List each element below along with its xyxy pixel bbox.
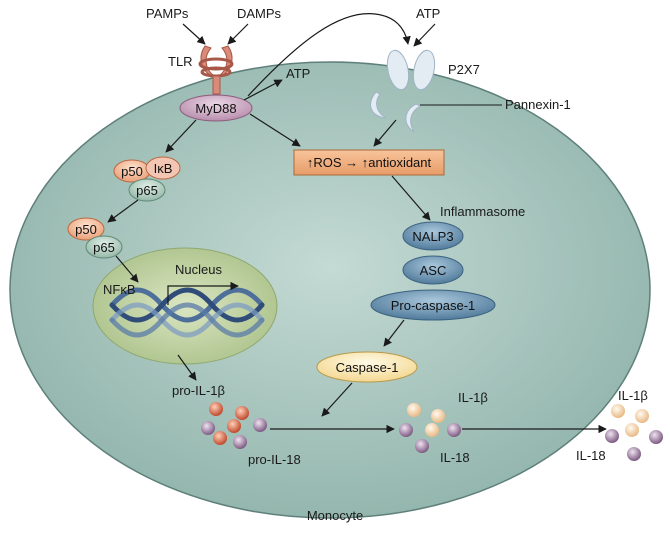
il18-outside-label: IL-18: [576, 448, 606, 463]
nalp3-text: NALP3: [412, 229, 453, 244]
pro-il18-dot: [253, 418, 267, 432]
p65-free-node[interactable]: [85, 235, 123, 259]
myd88-label: MyD88: [195, 101, 236, 116]
il18-dot: [399, 423, 413, 437]
caspase-text: Caspase-1: [336, 360, 399, 375]
il18-dot: [649, 430, 663, 444]
transcription-arrow: [167, 281, 239, 305]
il1b-dot: [635, 409, 649, 423]
il18-dot: [415, 439, 429, 453]
pro-il1b-dot: [213, 431, 227, 445]
atp-top-arrow: [413, 23, 436, 47]
il18-dot: [447, 423, 461, 437]
pro-il1b-dot: [227, 419, 241, 433]
atp-mid-label: ATP: [286, 66, 310, 81]
nucleus-to-proil-arrow: [177, 354, 197, 381]
pro-il18-dot: [201, 421, 215, 435]
il1b-dot: [407, 403, 421, 417]
pro-il1b-label: pro-IL-1β: [172, 383, 225, 398]
pro-il18-label: pro-IL-18: [248, 452, 301, 467]
nalp3-node[interactable]: [402, 221, 464, 251]
ikb-node[interactable]: [145, 156, 181, 180]
myd88-node[interactable]: [179, 94, 253, 122]
pro-cytokine-cluster: [201, 402, 267, 449]
asc-text: ASC: [420, 263, 447, 278]
damps-arrow: [227, 23, 249, 45]
atp-top-label: ATP: [416, 6, 440, 21]
p2x7-channel-icon: [386, 49, 436, 91]
ros-box[interactable]: [293, 149, 445, 176]
nfkb-into-nucleus-arrow: [115, 255, 139, 283]
p65-b-text: p65: [93, 240, 115, 255]
inflammasome-label: Inflammasome: [440, 204, 525, 219]
procaspase-node[interactable]: [370, 289, 496, 321]
ikb-text: IκB: [154, 161, 173, 176]
myd88-to-ros-arrow: [249, 113, 301, 147]
il1b-dot: [425, 423, 439, 437]
nucleus-label: Nucleus: [175, 262, 222, 277]
tlr-receptor-icon: [198, 45, 234, 95]
p50-a-text: p50: [121, 164, 143, 179]
myd88-to-atp-arrow: [243, 79, 283, 101]
pamps-arrow: [182, 23, 206, 45]
monocyte-label: Monocyte: [307, 508, 363, 523]
il18-dot: [605, 429, 619, 443]
pannexin-to-ros-arrow: [373, 119, 397, 147]
pannexin-label: Pannexin-1: [505, 97, 571, 112]
il1b-inside-label: IL-1β: [458, 390, 488, 405]
p50-b-text: p50: [75, 222, 97, 237]
mature-cytokine-cluster-inside: [399, 403, 461, 453]
caspase-to-cleavage-arrow: [321, 382, 353, 417]
procaspase-to-caspase-arrow: [383, 319, 405, 347]
il1b-dot: [625, 423, 639, 437]
tlr-label: TLR: [168, 54, 193, 69]
caspase-node[interactable]: [316, 351, 418, 383]
pamps-label: PAMPs: [146, 6, 189, 21]
pro-il1b-dot: [209, 402, 223, 416]
pro-il1b-dot: [235, 406, 249, 420]
p50-free-node[interactable]: [67, 217, 105, 241]
pro-il18-dot: [233, 435, 247, 449]
myd88-to-nfkb-arrow: [165, 119, 197, 153]
p65-ikb-node[interactable]: [128, 178, 166, 202]
il1b-dot: [611, 404, 625, 418]
nfkb-label: NFκB: [103, 282, 136, 297]
procaspase-text: Pro-caspase-1: [391, 298, 476, 313]
ros-to-nalp3-arrow: [391, 175, 431, 221]
atp-curve-arrow: [247, 13, 411, 97]
damps-label: DAMPs: [237, 6, 282, 21]
p65-a-text: p65: [136, 183, 158, 198]
il1b-outside-label: IL-1β: [618, 388, 648, 403]
p2x7-label: P2X7: [448, 62, 480, 77]
il18-dot: [627, 447, 641, 461]
pannexin-channel-icon: [370, 91, 422, 133]
il18-inside-label: IL-18: [440, 450, 470, 465]
il1b-dot: [431, 409, 445, 423]
asc-node[interactable]: [402, 255, 464, 285]
mature-cytokine-cluster-outside: [605, 404, 663, 461]
ros-box-label: ↑ROS → ↑antioxidant: [307, 155, 432, 170]
complex-to-free-arrow: [107, 199, 139, 223]
